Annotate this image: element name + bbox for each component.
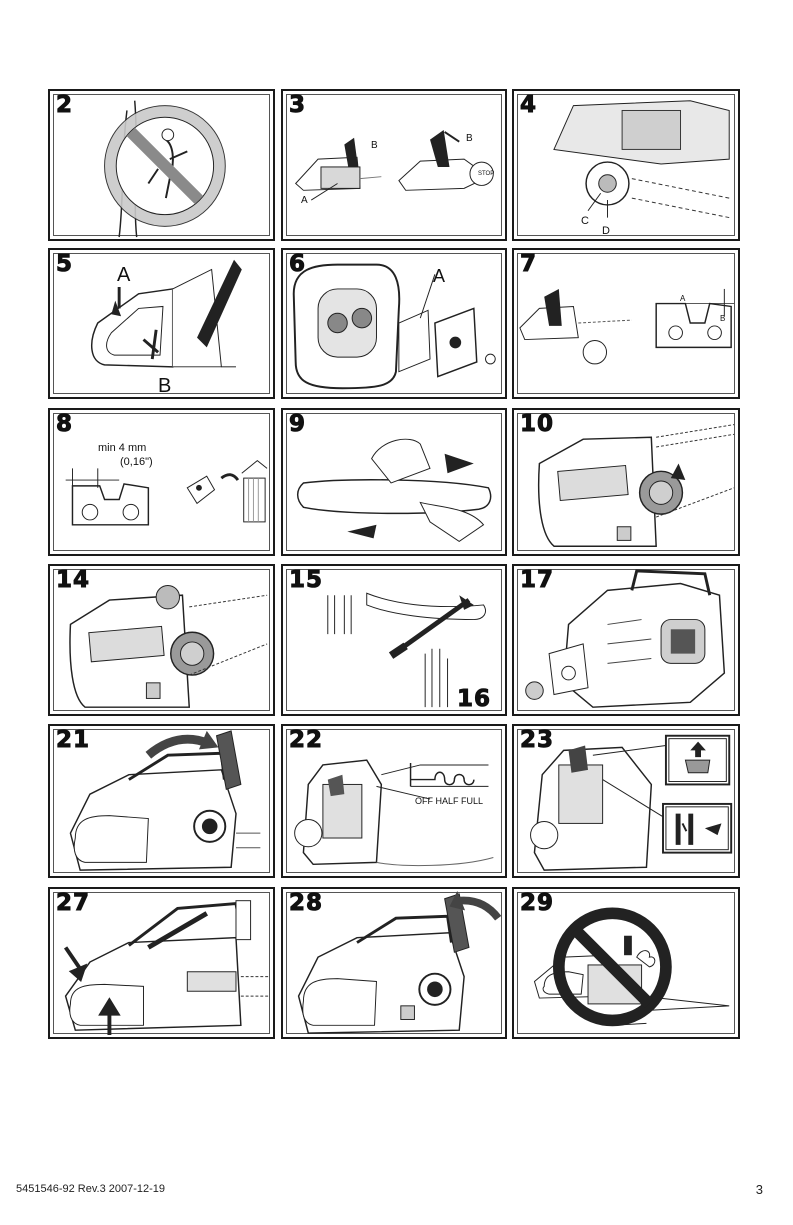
min-length-label: min 4 mm <box>98 442 146 454</box>
panel-number: 5 <box>56 251 73 277</box>
label-b: B <box>158 375 171 398</box>
label-b: B <box>371 140 378 151</box>
bar-inspection-illustration <box>283 410 505 554</box>
label-a: A <box>117 264 130 287</box>
panel-21: 21 <box>48 724 275 878</box>
panel-2: 2 <box>48 89 275 241</box>
inch-length-label: (0,16") <box>120 456 153 468</box>
air-filter-illustration <box>283 250 505 397</box>
label-b: B <box>466 133 473 144</box>
document-revision-code: 5451546-92 Rev.3 2007-12-19 <box>16 1183 165 1195</box>
chain-brake-illustration <box>283 91 505 239</box>
panel-number: 21 <box>56 727 90 753</box>
cutter-wear-limit-illustration <box>50 410 273 554</box>
label-c: C <box>581 215 589 227</box>
label-a: A <box>433 266 445 287</box>
panel-number: 22 <box>289 727 323 753</box>
panel-4: 4 C D <box>512 89 740 241</box>
panel-9: 9 <box>281 408 507 556</box>
panel-6: 6 A <box>281 248 507 399</box>
panel-27: 27 <box>48 887 275 1039</box>
panel-number: 29 <box>520 890 554 916</box>
panel-number: 6 <box>289 251 306 277</box>
panel-number: 3 <box>289 92 306 118</box>
panel-number: 28 <box>289 890 323 916</box>
panel-29: 29 <box>512 887 740 1039</box>
panel-number: 7 <box>520 251 537 277</box>
panel-3: 3 A B B STOP <box>281 89 507 241</box>
no-tree-climbing-illustration <box>50 91 273 239</box>
label-a: A <box>301 195 308 206</box>
panel-number: 23 <box>520 727 554 753</box>
stop-sign-label: STOP <box>478 171 494 177</box>
panel-23: 23 <box>512 724 740 878</box>
panel-28: 28 <box>281 887 507 1039</box>
page-number: 3 <box>756 1182 763 1197</box>
panel-number-16: 16 <box>457 686 491 712</box>
panel-number: 27 <box>56 890 90 916</box>
panel-number: 8 <box>56 411 73 437</box>
label-d: D <box>602 225 610 237</box>
panel-17: 17 <box>512 564 740 716</box>
panel-number: 4 <box>520 92 537 118</box>
panel-number: 17 <box>520 567 554 593</box>
panel-number: 14 <box>56 567 90 593</box>
label-b: B <box>720 314 725 323</box>
panel-15: 15 16 <box>281 564 507 716</box>
panel-10: 10 <box>512 408 740 556</box>
clutch-drum-illustration <box>514 91 738 239</box>
panel-number: 10 <box>520 411 554 437</box>
panel-22: 22 OFF HALF FULL <box>281 724 507 878</box>
panel-5: 5 A B <box>48 248 275 399</box>
panel-14: 14 <box>48 564 275 716</box>
panel-number: 15 <box>289 567 323 593</box>
panel-8: 8 min 4 mm (0,16") <box>48 408 275 556</box>
chain-depth-gauge-illustration <box>514 250 738 397</box>
panel-number: 9 <box>289 411 306 437</box>
label-a: A <box>680 294 685 303</box>
panel-7: 7 A B <box>512 248 740 399</box>
panel-number: 2 <box>56 92 73 118</box>
choke-positions-label: OFF HALF FULL <box>415 796 483 806</box>
